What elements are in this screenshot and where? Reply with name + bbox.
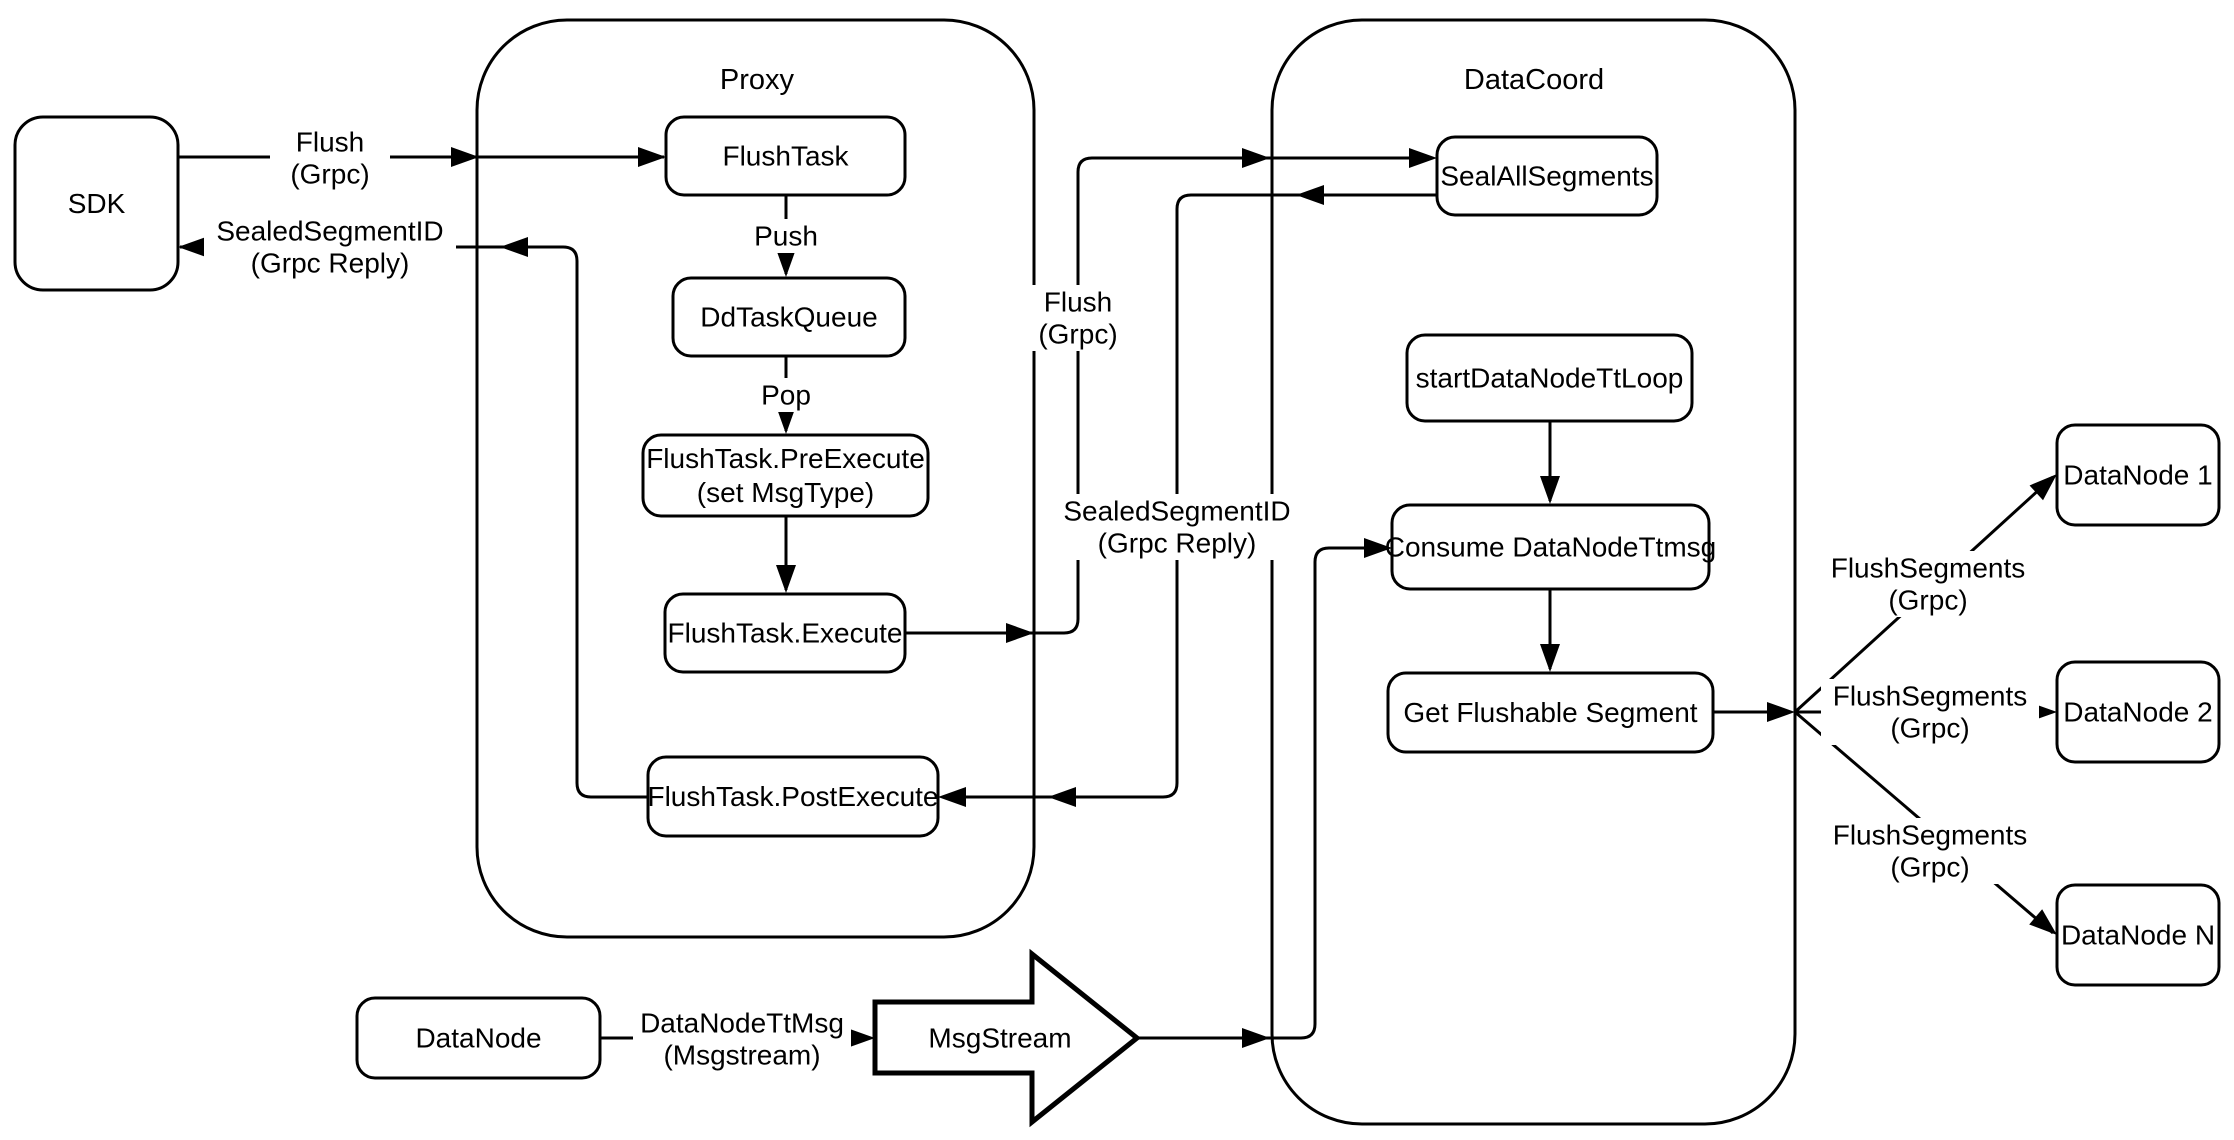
label-flush-grpc-datacoord-line2: (Grpc) <box>1038 319 1117 350</box>
label-flushsegments-datanode1-line2: (Grpc) <box>1888 585 1967 616</box>
arrowhead-icon <box>1296 185 1324 205</box>
label-datanodettmsg-line2: (Msgstream) <box>663 1040 820 1071</box>
edge-sealedsegmentid-to-sdk <box>180 245 648 799</box>
node-flushtask-postexecute-label: FlushTask.PostExecute <box>647 781 938 812</box>
label-flushsegments-datanode1-bg <box>1819 551 2037 617</box>
arrowhead-icon <box>2029 474 2057 501</box>
node-sealallsegments-label: SealAllSegments <box>1440 161 1653 192</box>
label-datanodettmsg-line1: DataNodeTtMsg <box>640 1008 844 1039</box>
edge-msgstream-to-consume <box>1137 546 1388 1040</box>
label-flush-grpc-sdk-bg <box>270 125 390 191</box>
label-flush-grpc-datacoord-line1: Flush <box>1044 287 1112 318</box>
node-consume-datanodettmsg-label: Consume DataNodeTtmsg <box>1385 532 1716 563</box>
node-flushtask-postexecute <box>646 755 940 838</box>
arrowhead-icon <box>1048 787 1076 807</box>
node-datanode-n <box>2055 883 2221 987</box>
node-flushtask-preexecute-label2: (set MsgType) <box>697 477 874 508</box>
label-datanodettmsg-bg <box>633 1006 851 1072</box>
label-push-bg <box>743 219 829 253</box>
node-startdatanodettloop-label: startDataNodeTtLoop <box>1416 363 1684 394</box>
node-sdk-label: SDK <box>68 188 126 219</box>
datacoord-container-title: DataCoord <box>1464 64 1604 96</box>
node-get-flushable-segment-label: Get Flushable Segment <box>1403 697 1697 728</box>
proxy-container-title: Proxy <box>720 64 795 96</box>
node-datanode-2-label: DataNode 2 <box>2063 697 2212 728</box>
label-sealedsegmentid-sdk-line1: SealedSegmentID <box>216 216 443 247</box>
arrowhead-icon <box>1242 1028 1270 1048</box>
arrowhead-icon <box>2029 909 2057 935</box>
arrowhead-icon <box>847 1028 875 1048</box>
arrowhead-icon <box>1540 644 1560 672</box>
arrowhead-icon <box>500 237 528 257</box>
label-push: Push <box>754 221 818 252</box>
arrowhead-icon <box>1364 538 1392 558</box>
node-datanode-2 <box>2055 660 2221 764</box>
label-flush-grpc-sdk-line1: Flush <box>296 127 364 158</box>
arrowhead-icon <box>178 237 206 257</box>
node-flushtask-execute-label: FlushTask.Execute <box>668 618 903 649</box>
label-pop-bg <box>748 378 824 412</box>
datacoord-container <box>1270 18 1797 1126</box>
label-sealedsegmentid-proxy-bg <box>1051 494 1303 560</box>
node-flushtask-preexecute-label: FlushTask.PreExecute <box>646 443 925 474</box>
node-sdk <box>13 115 180 292</box>
node-msgstream-label: MsgStream <box>928 1023 1071 1054</box>
label-sealedsegmentid-sdk-line2: (Grpc Reply) <box>251 248 410 279</box>
node-flushtask-preexecute <box>641 433 930 518</box>
node-get-flushable-segment <box>1386 671 1715 754</box>
label-flushsegments-datanode1-line1: FlushSegments <box>1831 553 2026 584</box>
node-datanode-label: DataNode <box>415 1023 541 1054</box>
label-flush-grpc-datacoord-bg <box>1018 285 1138 351</box>
node-sealallsegments <box>1435 135 1659 217</box>
arrowhead-icon <box>1006 623 1034 643</box>
arrowhead-icon <box>1242 148 1270 168</box>
edge-flush-execute-to-sealall <box>905 156 1433 635</box>
node-msgstream <box>872 948 1142 1128</box>
arrowhead-icon <box>776 565 796 593</box>
label-pop: Pop <box>761 380 811 411</box>
label-flushsegments-datanoden-bg <box>1821 818 2039 884</box>
arrowhead-icon <box>1540 476 1560 504</box>
proxy-container <box>475 18 1036 939</box>
label-flushsegments-datanoden-line1: FlushSegments <box>1833 820 2028 851</box>
node-datanode-1 <box>2055 423 2221 527</box>
label-sealedsegmentid-sdk-bg <box>204 214 456 280</box>
label-flushsegments-datanoden-line2: (Grpc) <box>1890 852 1969 883</box>
node-flushtask-execute <box>663 592 907 674</box>
arrowhead-icon <box>1767 702 1795 722</box>
node-datanode <box>355 996 602 1080</box>
label-sealedsegmentid-proxy-line1: SealedSegmentID <box>1063 496 1290 527</box>
node-datanode-n-label: DataNode N <box>2061 920 2215 951</box>
arrowhead-icon <box>776 406 796 434</box>
node-flushtask-label: FlushTask <box>722 141 849 172</box>
node-consume-datanodettmsg <box>1390 503 1711 591</box>
arrowhead-icon <box>938 787 966 807</box>
node-ddtaskqueue <box>671 276 907 358</box>
label-flush-grpc-sdk-line2: (Grpc) <box>290 159 369 190</box>
node-ddtaskqueue-label: DdTaskQueue <box>700 302 877 333</box>
node-datanode-1-label: DataNode 1 <box>2063 460 2212 491</box>
label-flushsegments-datanode2-bg <box>1821 679 2039 745</box>
label-flushsegments-datanode2-line2: (Grpc) <box>1890 713 1969 744</box>
arrowhead-icon <box>776 249 796 277</box>
arrowhead-icon <box>1409 148 1437 168</box>
label-flushsegments-datanode2-line1: FlushSegments <box>1833 681 2028 712</box>
node-flushtask <box>664 115 907 197</box>
arrowhead-icon <box>638 147 666 167</box>
arrowhead-icon <box>451 147 479 167</box>
label-sealedsegmentid-proxy-line2: (Grpc Reply) <box>1098 528 1257 559</box>
node-startdatanodettloop <box>1405 333 1694 423</box>
